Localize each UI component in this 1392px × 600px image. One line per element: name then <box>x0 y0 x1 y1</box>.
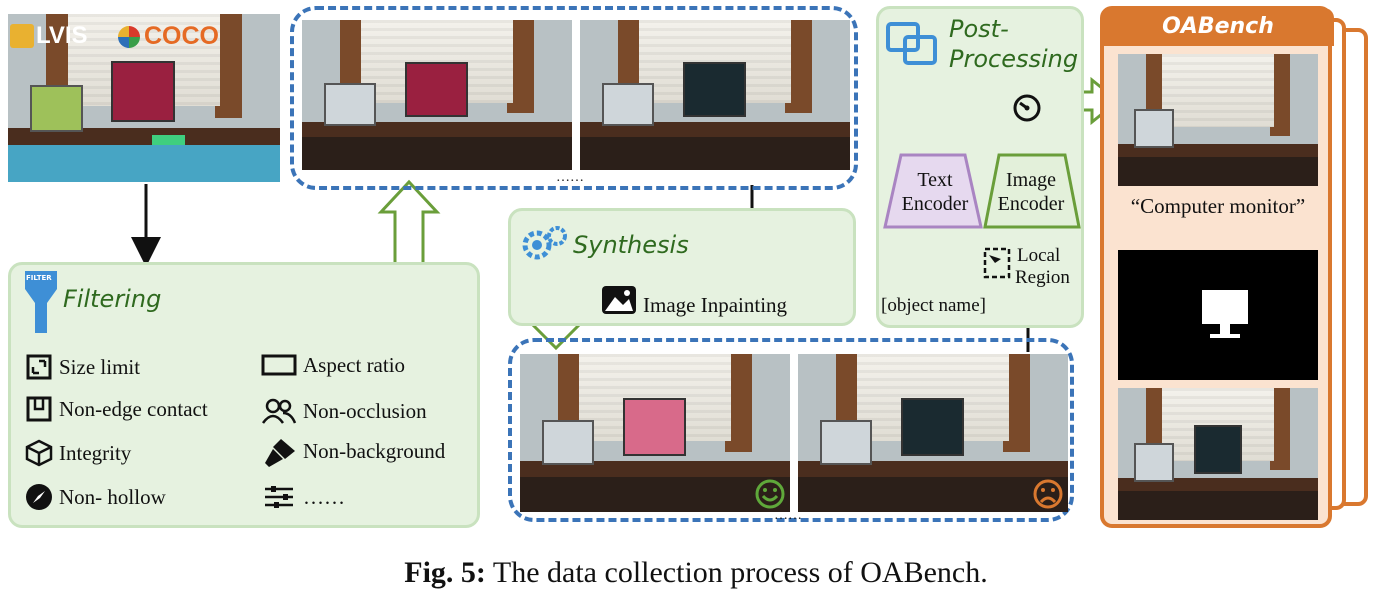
size-limit-icon <box>25 353 53 381</box>
non-hollow-icon <box>25 483 53 511</box>
filtering-panel: FILTER Filtering Size limit Aspect ratio… <box>8 262 480 528</box>
inpainting-icon <box>601 285 637 320</box>
result-image-good <box>520 354 790 512</box>
oabench-source-image <box>1118 54 1318 186</box>
oabench-title: OABench <box>1162 14 1274 39</box>
text-encoder-shape <box>883 153 983 229</box>
oabench-target-image <box>1118 388 1318 520</box>
filtering-title: Filtering <box>63 285 162 313</box>
criterion-non-hollow: Non- hollow <box>25 483 166 511</box>
result-image-bad <box>798 354 1068 512</box>
figure-caption: Fig. 5: The data collection process of O… <box>0 556 1392 590</box>
criterion-non-background: Non-background <box>261 437 445 467</box>
aspect-ratio-icon <box>261 351 297 379</box>
more-filters-icon <box>261 483 297 511</box>
synthesized-images-box: …… <box>508 338 1074 523</box>
filter-funnel-icon: FILTER <box>25 271 57 333</box>
criterion-non-occlusion: Non-occlusion <box>261 397 427 425</box>
integrity-icon <box>25 439 53 467</box>
image-encoder-shape <box>983 153 1081 229</box>
synthesis-title: Synthesis <box>573 231 689 259</box>
figure-caption-text: The data collection process of OABench. <box>492 556 988 589</box>
lvis-logo: LVIS <box>10 22 88 50</box>
inpainting-label: Image Inpainting <box>643 293 788 317</box>
gear-icon <box>521 225 569 266</box>
non-edge-contact-icon <box>25 395 53 423</box>
text-encoder-line2: Encoder <box>901 193 969 215</box>
criterion-more: …… <box>261 483 345 511</box>
object-name-label: [object name] <box>881 295 986 316</box>
oabench-card: OABench “Computer monitor” <box>1100 6 1334 528</box>
non-occlusion-icon <box>261 397 297 425</box>
criterion-aspect-ratio: Aspect ratio <box>261 351 405 379</box>
synthesis-panel: Synthesis Image Inpainting <box>508 208 856 326</box>
oabench-header <box>1102 8 1334 46</box>
criterion-non-edge-contact: Non-edge contact <box>25 395 208 423</box>
post-processing-title-2: Processing <box>949 45 1079 73</box>
candidate-image-1 <box>302 20 572 170</box>
text-encoder-line1: Text <box>917 169 953 191</box>
coco-logo: COCO <box>118 22 219 51</box>
bottom-ellipsis: …… <box>774 508 802 523</box>
local-region-line1: Local <box>1017 245 1061 266</box>
post-processing-panel: Post- Processing Text Encoder Image Enco… <box>876 6 1084 328</box>
oabench-caption: “Computer monitor” <box>1130 194 1306 218</box>
local-region-icon <box>983 247 1013 286</box>
criterion-integrity: Integrity <box>25 439 131 467</box>
figure-caption-label: Fig. 5: <box>404 556 486 589</box>
image-encoder-line1: Image <box>1006 169 1056 191</box>
candidate-image-2 <box>580 20 850 170</box>
top-ellipsis: …… <box>556 170 584 185</box>
oabench-mask <box>1118 250 1318 380</box>
candidate-images-box: …… <box>290 6 858 190</box>
criterion-size-limit: Size limit <box>25 353 140 381</box>
hollow-arrow-up <box>377 179 441 272</box>
non-background-icon <box>261 437 297 467</box>
sad-face-icon <box>1032 478 1064 515</box>
source-image <box>8 14 280 182</box>
post-processing-title-1: Post- <box>949 15 1009 43</box>
scorer-icon <box>1012 93 1042 128</box>
local-region-line2: Region <box>1015 267 1070 288</box>
smiley-face-icon <box>754 478 786 515</box>
post-processing-icon <box>885 21 939 72</box>
image-encoder-line2: Encoder <box>997 193 1065 215</box>
